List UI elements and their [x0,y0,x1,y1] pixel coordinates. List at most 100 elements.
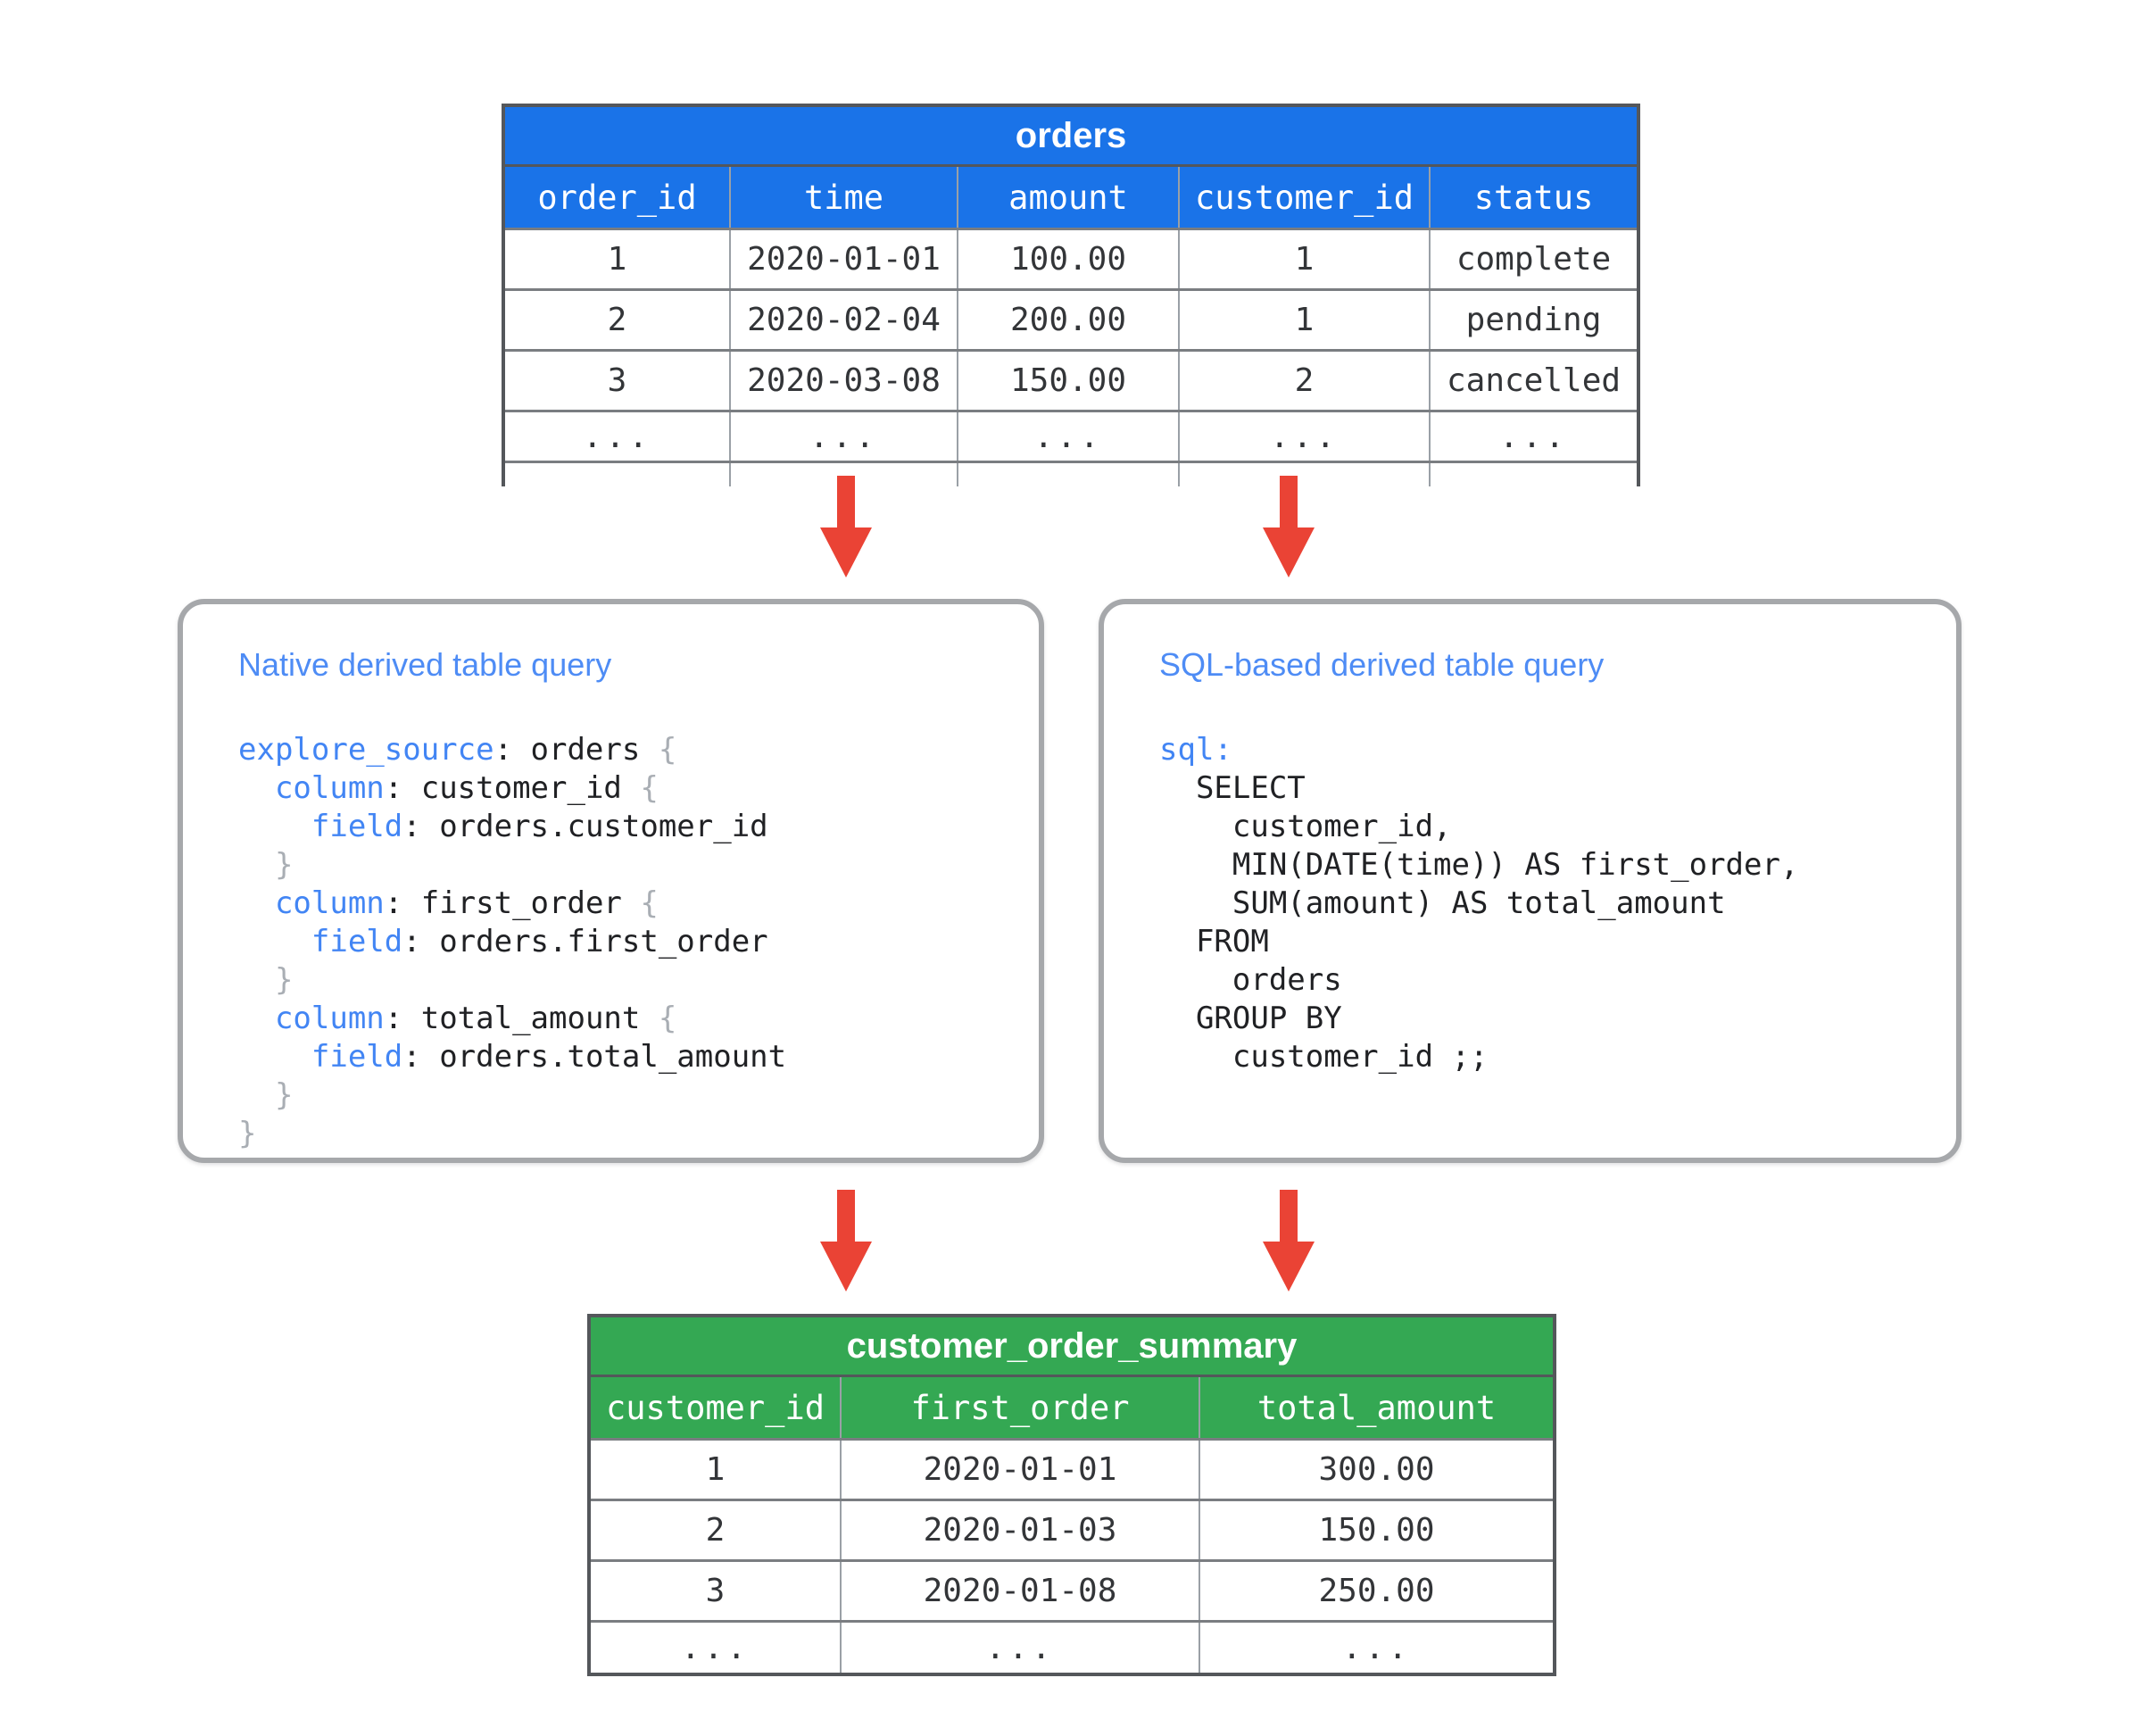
ellipsis-cell: ... [957,410,1180,463]
table-cell [1178,461,1431,486]
code-token [238,809,311,844]
code-token [238,847,275,883]
table-cell: 150.00 [957,349,1180,412]
code-token: : orders [494,732,659,768]
ellipsis-row: ... ... ... ... ... [502,410,1640,463]
table-cell: 2020-01-01 [840,1438,1200,1501]
code-token: : orders.total_amount [402,1039,787,1075]
code-line: SUM(amount) AS total_amount [1159,885,1924,923]
code-token: { [658,732,677,768]
code-line: field: orders.first_order [238,923,1007,961]
table-cell: 300.00 [1198,1438,1556,1501]
column-header-time: time [729,164,958,230]
code-token [238,1077,275,1113]
code-line: field: orders.customer_id [238,808,1007,846]
code-token [238,924,311,959]
ellipsis-cell: ... [502,410,731,463]
column-header-customer-id: customer_id [588,1375,842,1441]
code-token [238,1039,311,1075]
ellipsis-row: ... ... ... [588,1620,1556,1676]
table-cell: 2 [588,1499,842,1562]
box-title: SQL-based derived table query [1159,646,1605,683]
code-line: explore_source: orders { [238,731,1007,769]
code-token [238,885,275,921]
code-token: orders [1159,962,1342,998]
code-token: customer_id, [1159,809,1452,844]
code-line: sql: [1159,731,1924,769]
table-cell: 1 [502,228,731,291]
table-cell: 3 [502,349,731,412]
box-title: Native derived table query [238,646,612,683]
column-header-amount: amount [957,164,1180,230]
table-cell: 250.00 [1198,1559,1556,1623]
code-token [238,770,275,806]
table-cell: complete [1428,228,1640,291]
code-line: } [238,961,1007,1000]
table-cell: 100.00 [957,228,1180,291]
code-token: { [658,1001,677,1036]
arrow-head [820,1242,872,1292]
table-cell [1428,461,1640,486]
arrow-stem [837,476,855,527]
code-token: : orders.customer_id [402,809,768,844]
code-token: FROM [1159,924,1269,959]
ellipsis-cell: ... [1428,410,1640,463]
orders-table-title-row: orders [502,104,1640,167]
orders-table-title: orders [502,104,1640,167]
code-token: } [274,1077,294,1113]
ellipsis-cell: ... [1178,410,1431,463]
ellipsis-cell: ... [588,1620,842,1676]
code-line: customer_id ;; [1159,1038,1924,1076]
code-token [238,962,275,998]
code-token: } [274,847,294,883]
table-cell: 2 [502,288,731,352]
ellipsis-cell: ... [729,410,958,463]
code-token: } [238,1116,257,1151]
orders-table-header-row: order_id time amount customer_id status [502,164,1640,230]
table-cell: cancelled [1428,349,1640,412]
customer-order-summary-table: customer_order_summary customer_id first… [587,1314,1557,1676]
arrow-head [1263,527,1315,577]
code-token: SUM(amount) AS total_amount [1159,885,1726,921]
code-token: field [311,924,403,959]
code-token: column [274,1001,385,1036]
code-token: } [274,962,294,998]
code-token: GROUP BY [1159,1001,1342,1036]
table-cell: 2020-01-01 [729,228,958,291]
code-token: : first_order [384,885,641,921]
table-row: 2 2020-02-04 200.00 1 pending [502,288,1640,352]
arrow-stem [1280,476,1298,527]
column-header-total-amount: total_amount [1198,1375,1556,1441]
ellipsis-cell: ... [1198,1620,1556,1676]
code-block: sql: SELECT customer_id, MIN(DATE(time))… [1159,731,1924,1076]
summary-table-header-row: customer_id first_order total_amount [588,1375,1556,1441]
down-arrow [820,1190,872,1292]
code-token: column [274,770,385,806]
table-cell: 2020-01-03 [840,1499,1200,1562]
table-cell: pending [1428,288,1640,352]
column-header-first-order: first_order [840,1375,1200,1441]
down-arrow [820,476,872,577]
arrow-stem [1280,1190,1298,1242]
code-line: GROUP BY [1159,1000,1924,1038]
code-token: { [640,770,659,806]
table-cell: 3 [588,1559,842,1623]
arrow-head [820,527,872,577]
table-row: 3 2020-03-08 150.00 2 cancelled [502,349,1640,412]
table-row: 1 2020-01-01 300.00 [588,1438,1556,1501]
table-cell [957,461,1180,486]
down-arrow [1263,476,1315,577]
code-line: MIN(DATE(time)) AS first_order, [1159,846,1924,885]
arrow-stem [837,1190,855,1242]
code-token: : orders.first_order [402,924,768,959]
native-query-box: Native derived table query explore_sourc… [178,599,1044,1163]
code-token: field [311,809,403,844]
table-cell [729,461,958,486]
code-token: MIN(DATE(time)) AS first_order, [1159,847,1799,883]
code-block: explore_source: orders { column: custome… [238,731,1007,1153]
column-header-order-id: order_id [502,164,731,230]
code-line: SELECT [1159,769,1924,808]
code-line: } [238,846,1007,885]
table-cell: 1 [588,1438,842,1501]
